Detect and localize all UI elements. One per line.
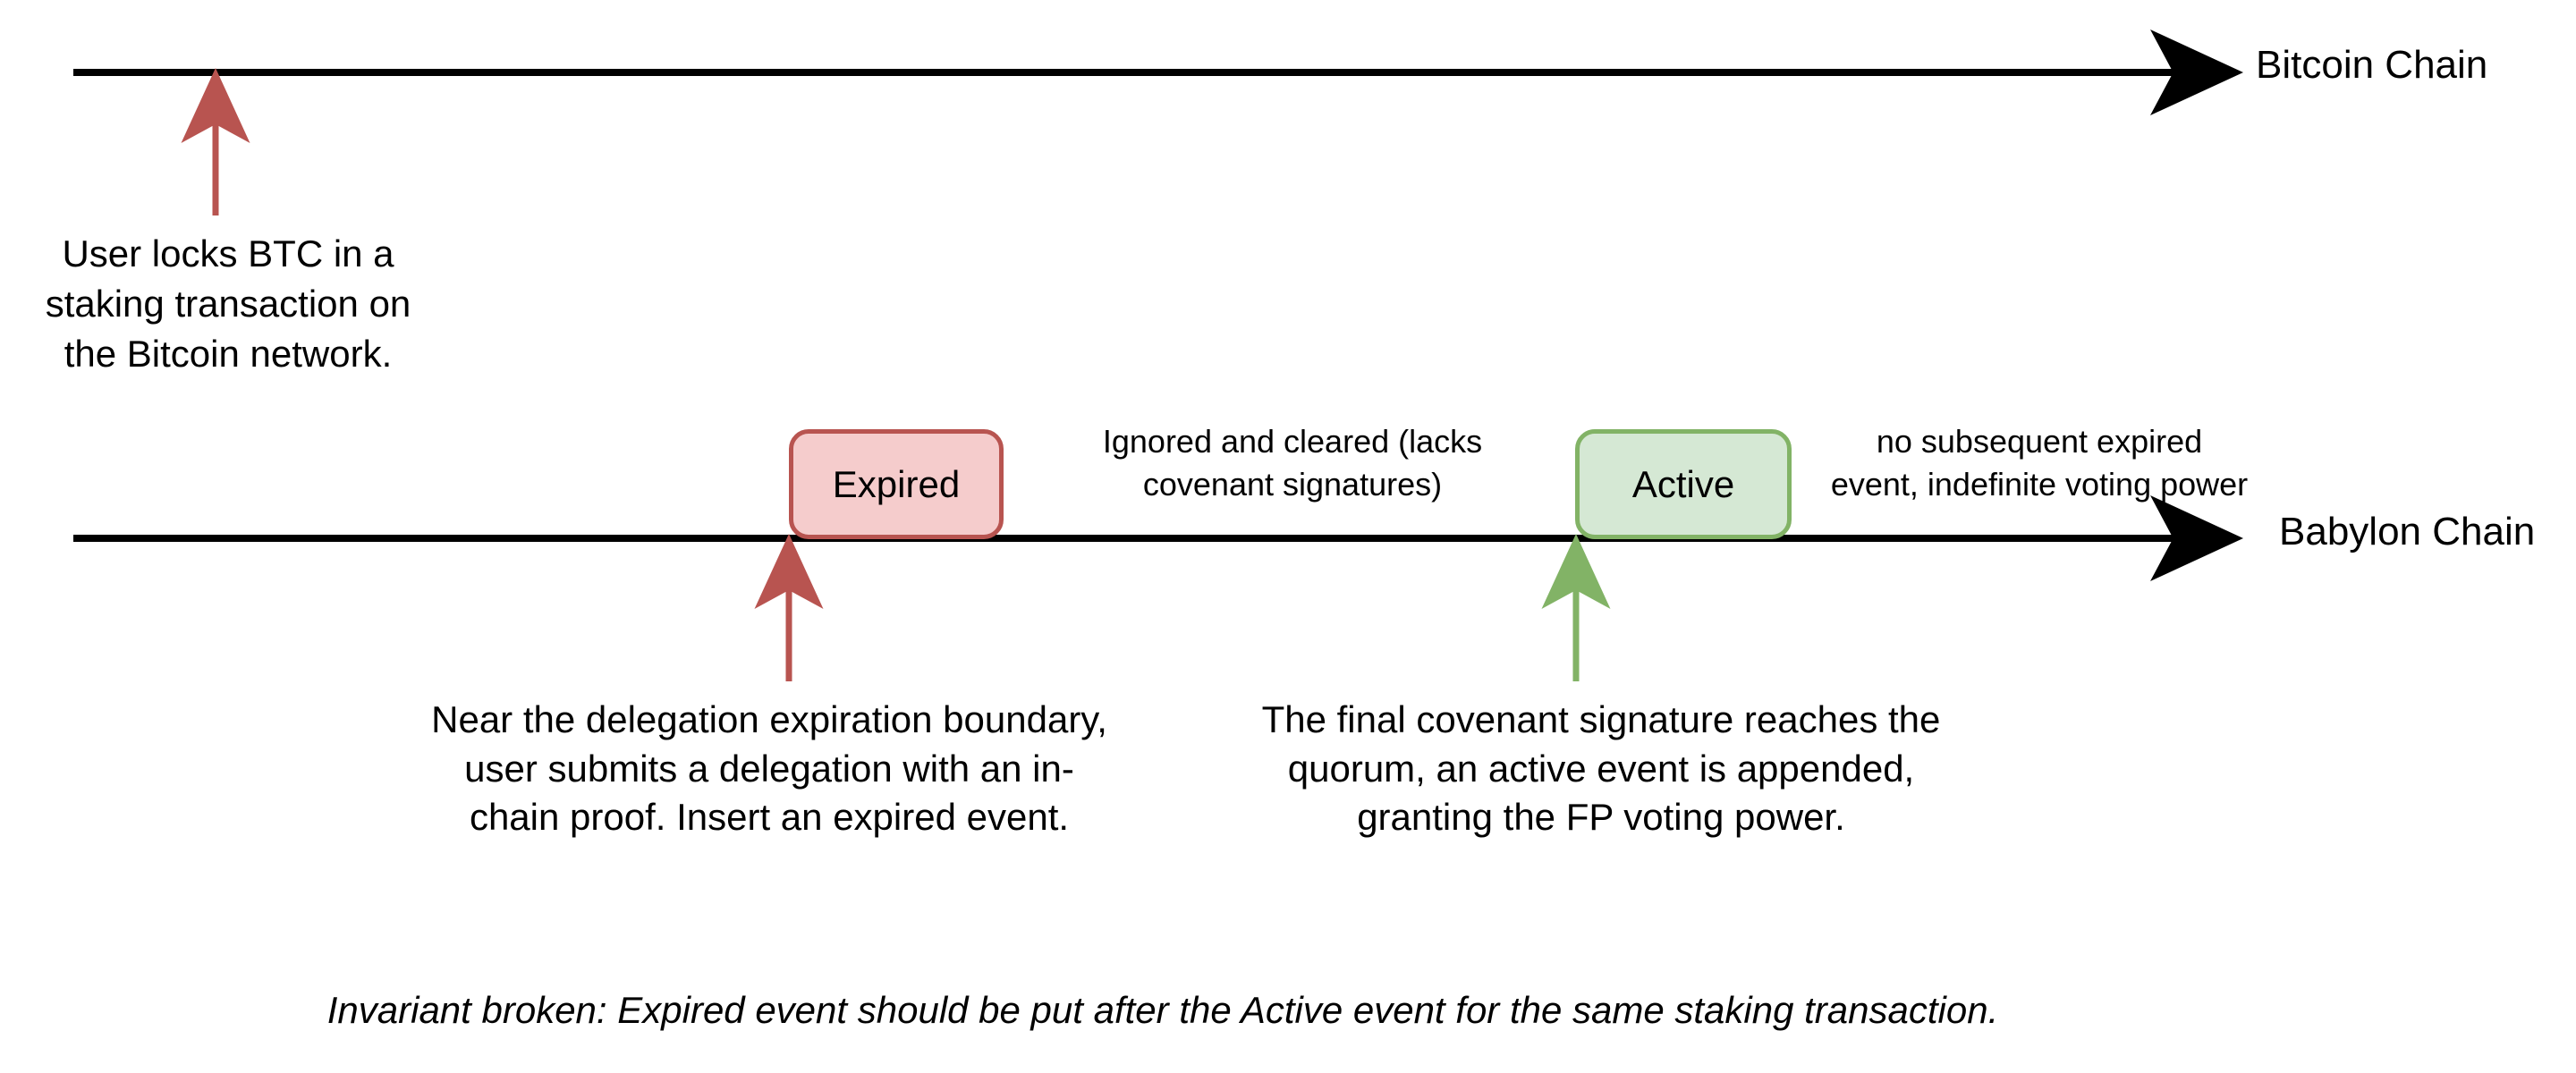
expired-event-side-note-line-1: Ignored and cleared (lacks — [1102, 423, 1483, 460]
expired-event-side-note-line-2: covenant signatures) — [1142, 465, 1443, 503]
expired-event-annotation-line-1: Near the delegation expiration boundary, — [431, 698, 1107, 740]
active-event-annotation: The final covenant signature reaches the… — [1199, 696, 2004, 842]
expired-event-annotation-line-2: user submits a delegation with an in- — [464, 747, 1074, 790]
babylon-chain-label: Babylon Chain — [2279, 510, 2536, 553]
active-event-annotation-line-2: quorum, an active event is appended, — [1287, 747, 1915, 790]
invariant-caption: Invariant broken: Expired event should b… — [326, 989, 1999, 1031]
active-event-side-note-line-2: event, indefinite voting power — [1830, 465, 2249, 503]
active-event-annotation-line-3: granting the FP voting power. — [1357, 796, 1845, 839]
active-event-side-note: no subsequent expired event, indefinite … — [1798, 420, 2281, 506]
active-event-box[interactable]: Active — [1575, 429, 1792, 539]
expired-event-box[interactable]: Expired — [789, 429, 1004, 539]
expired-event-box-label: Expired — [832, 462, 961, 505]
bitcoin-staking-note-line-3: the Bitcoin network. — [64, 332, 393, 375]
bitcoin-staking-note-line-2: staking transaction on — [45, 282, 411, 325]
expired-event-side-note: Ignored and cleared (lacks covenant sign… — [1015, 420, 1570, 506]
active-event-box-label: Active — [1631, 462, 1735, 505]
bitcoin-chain-label: Bitcoin Chain — [2256, 43, 2488, 87]
active-event-side-note-line-1: no subsequent expired — [1876, 423, 2203, 460]
expired-event-annotation: Near the delegation expiration boundary,… — [367, 696, 1172, 842]
expired-event-annotation-line-3: chain proof. Insert an expired event. — [469, 796, 1070, 839]
bitcoin-staking-note-line-1: User locks BTC in a — [62, 232, 394, 275]
bitcoin-staking-note: User locks BTC in a staking transaction … — [18, 229, 438, 379]
active-event-annotation-line-1: The final covenant signature reaches the — [1261, 698, 1941, 740]
